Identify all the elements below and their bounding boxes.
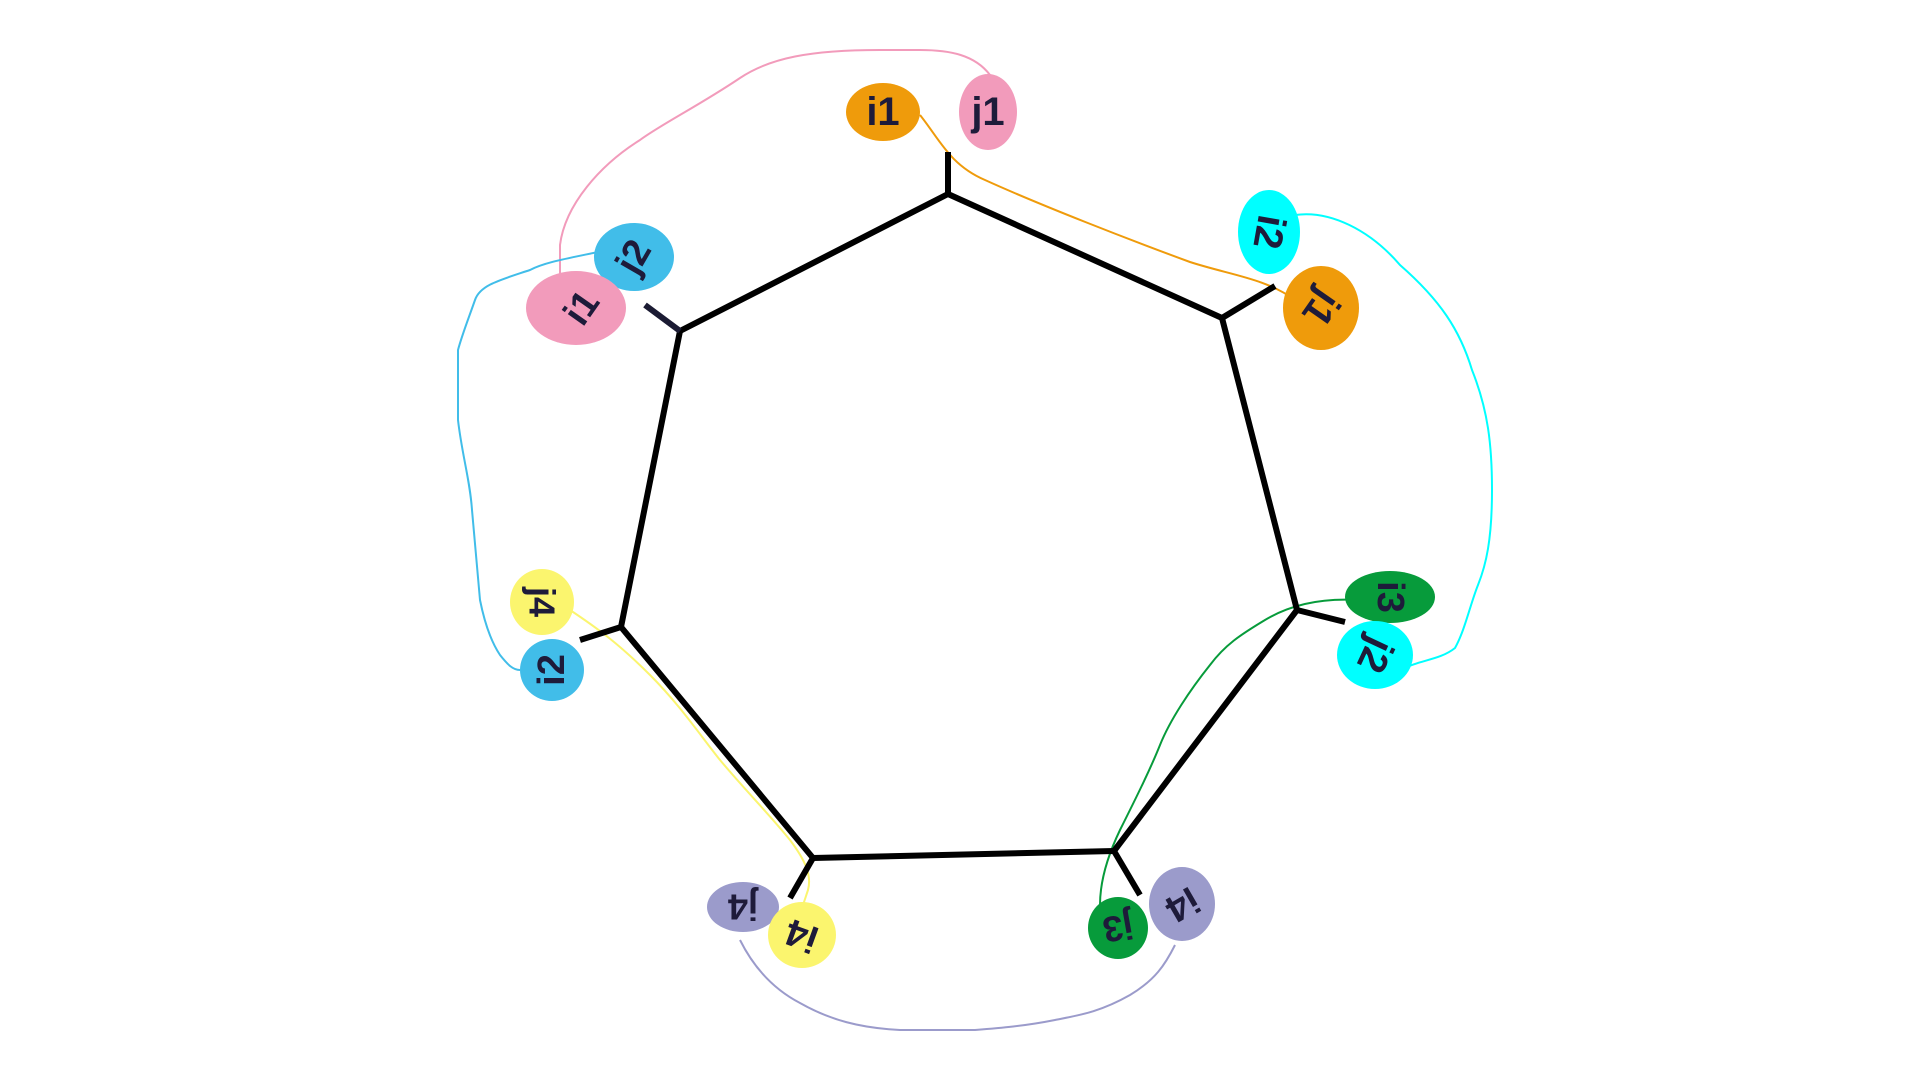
label-right-i3: i3	[1345, 571, 1435, 623]
vertex-stub-lower-left	[787, 856, 816, 900]
heptagon-edge-right-upper	[1219, 315, 1300, 613]
vertex-stub-right	[1296, 607, 1346, 625]
label-lower-right-j3: j3	[1088, 897, 1148, 959]
label-right-j2: j2	[1337, 621, 1413, 689]
connector-yellow-j4-i4	[569, 609, 810, 926]
connector-pink-i1-j1	[559, 49, 991, 275]
heptagon-edge-bottom	[810, 848, 1117, 861]
label-lower-right-i4: i4	[1149, 867, 1215, 941]
heptagon-edge-left-upper	[618, 328, 683, 630]
heptagon-edge-top-left	[677, 191, 951, 334]
svg-text:i2: i2	[1244, 212, 1293, 252]
vertex-stub-upper-right	[1220, 283, 1277, 321]
connector-lavender-i4-j4	[739, 939, 1176, 1031]
svg-text:i1: i1	[866, 90, 899, 134]
heptagon-edge-left-lower	[618, 624, 816, 861]
connector-blue-i2-j2	[457, 251, 599, 671]
label-lower-left-j4: j4	[707, 882, 779, 932]
svg-text:j1: j1	[970, 90, 1004, 134]
label-upper-right-j1: j1	[1283, 266, 1359, 350]
connector-green-i3-j3	[1099, 598, 1358, 925]
label-upper-left-j2: j2	[594, 223, 674, 291]
vertex-stub-upper-left	[643, 302, 682, 334]
label-left-j4: j4	[510, 569, 574, 635]
label-left-i2: i2	[520, 639, 584, 701]
connector-orange-i1-j1	[919, 114, 1296, 301]
label-upper-right-i2: i2	[1238, 190, 1300, 274]
svg-text:j4: j4	[522, 586, 563, 617]
svg-text:i3: i3	[1369, 581, 1411, 613]
svg-text:i2: i2	[531, 654, 573, 686]
label-top-i1: i1	[846, 83, 920, 141]
svg-text:j4: j4	[728, 887, 759, 928]
svg-text:j3: j3	[1100, 905, 1138, 951]
label-upper-left-i1: i1	[526, 271, 626, 345]
heptagon-edge-right-lower	[1111, 607, 1300, 854]
vertex-stub-left	[579, 624, 622, 643]
label-lower-left-i4: i4	[768, 902, 836, 968]
vertex-stub-lower-right	[1111, 849, 1143, 897]
connector-cyan-i2-j2	[1294, 213, 1494, 669]
heptagon-edge-top-right	[945, 191, 1225, 321]
label-top-j1: j1	[959, 74, 1017, 150]
